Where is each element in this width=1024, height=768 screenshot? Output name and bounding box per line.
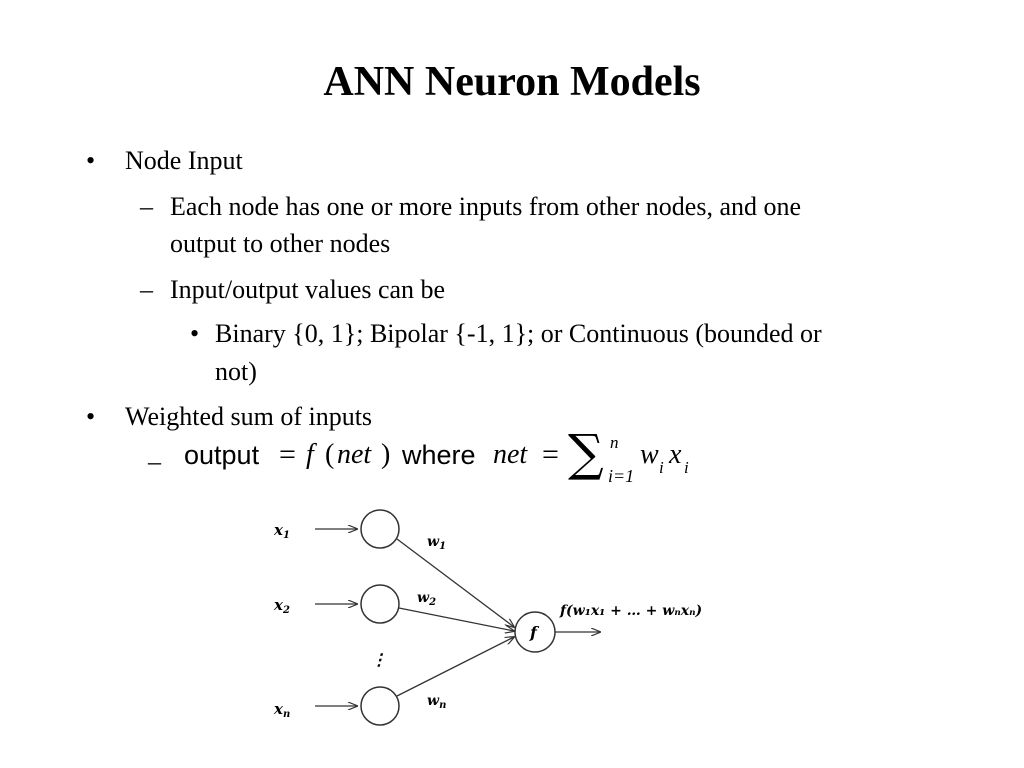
dash-marker: – [148, 447, 161, 476]
formula-x-sub: i [684, 458, 689, 477]
bullet-marker: • [86, 146, 96, 175]
slide-title: ANN Neuron Models [323, 59, 701, 105]
bullet-marker: • [86, 402, 96, 431]
formula-output: output [184, 440, 260, 470]
subbullet-each-node-line1: Each node has one or more inputs from ot… [170, 192, 802, 221]
weight-label-1: w1 [427, 534, 446, 552]
formula-where: where [402, 440, 476, 470]
formula-net2: net [493, 439, 528, 470]
node-function-label: f [529, 623, 540, 642]
formula-net: net [337, 439, 372, 470]
formula-lparen: ( [325, 439, 335, 470]
bullet-weighted-sum: Weighted sum of inputs [125, 402, 373, 431]
input-label-1: x1 [273, 521, 290, 541]
formula-sigma: ∑ [568, 424, 604, 482]
dash-marker: – [140, 275, 153, 304]
input-node-2 [360, 584, 400, 624]
formula-x: x [669, 439, 682, 470]
output-expression: f(w₁x₁ + … + wₙxₙ) [559, 603, 702, 619]
formula-w-sub: i [659, 458, 664, 477]
bullet-marker: • [190, 319, 200, 348]
bullet-node-input: Node Input [125, 146, 243, 175]
weight-label-n: wn [427, 693, 446, 711]
weight-edge-1 [396, 538, 514, 627]
formula-w: w [640, 439, 659, 470]
formula: output = f ( net ) where net = ∑ n i=1 w… [184, 424, 744, 496]
input-node-1 [360, 509, 400, 549]
formula-upper-limit: n [610, 433, 619, 452]
subsubbullet-binary-line1: Binary {0, 1}; Bipolar {-1, 1}; or Conti… [215, 319, 822, 348]
formula-equals2: = [542, 438, 559, 471]
formula-equals: = [279, 438, 296, 471]
weight-edge-n [396, 637, 514, 697]
formula-lower-limit: i=1 [608, 466, 635, 486]
dash-marker: – [140, 192, 153, 221]
input-label-2: x2 [273, 596, 290, 616]
input-label-n: xn [273, 700, 290, 720]
subbullet-each-node-line2: output to other nodes [170, 229, 391, 258]
subsubbullet-binary-line2: not) [215, 357, 257, 386]
input-node-n [360, 686, 400, 726]
subbullet-io-values: Input/output values can be [170, 275, 446, 304]
formula-rparen: ) [381, 439, 391, 470]
weight-label-2: w2 [417, 590, 436, 608]
weight-edge-2 [398, 607, 514, 631]
formula-f: f [306, 439, 314, 470]
ellipsis-dots: ⋮ [371, 650, 387, 669]
neuron-diagram: x1 x2 xn w1 w2 wn ⋮ f f(w₁x₁ + … + wₙxₙ) [273, 509, 702, 726]
